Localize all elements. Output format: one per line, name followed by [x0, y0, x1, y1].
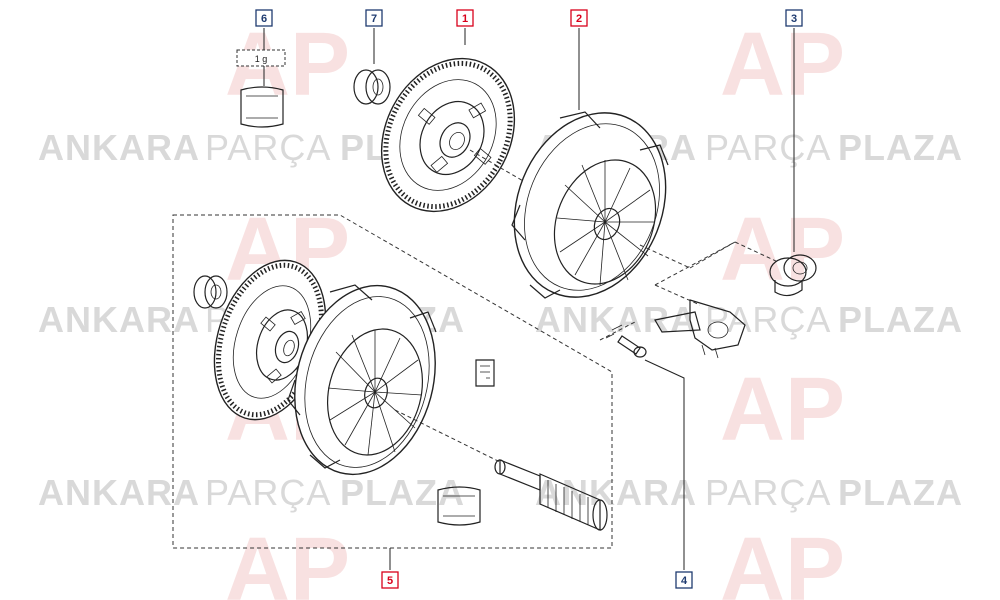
kit-alignment-tool [494, 459, 608, 531]
release-bearing [689, 28, 817, 297]
svg-text:ANKARA: ANKARA [38, 472, 200, 513]
svg-text:ANKARA: ANKARA [535, 299, 697, 340]
grease-sachet-top: 1 g [236, 28, 286, 128]
svg-text:ANKARA: ANKARA [38, 127, 200, 168]
callout-4[interactable]: 4 [675, 571, 693, 589]
grease-quantity-tag: 1 g [255, 54, 268, 64]
svg-text:AP: AP [720, 15, 845, 115]
svg-text:PLAZA: PLAZA [340, 472, 465, 513]
callout-5[interactable]: 5 [381, 571, 399, 589]
svg-text:PARÇA: PARÇA [705, 472, 831, 513]
kit-instruction-leaflet [475, 359, 495, 387]
svg-text:2: 2 [576, 13, 582, 25]
kit-diaphragm-fingers [327, 330, 423, 456]
svg-text:4: 4 [681, 575, 688, 587]
svg-text:1: 1 [462, 13, 468, 25]
release-fork [654, 241, 746, 359]
svg-text:6: 6 [261, 13, 267, 25]
svg-text:AP: AP [225, 520, 350, 600]
svg-text:ANKARA: ANKARA [38, 299, 200, 340]
callout-2[interactable]: 2 [570, 9, 588, 27]
svg-text:PARÇA: PARÇA [205, 472, 331, 513]
svg-text:PARÇA: PARÇA [205, 127, 331, 168]
svg-text:AP: AP [720, 520, 845, 600]
pressure-plate [511, 28, 691, 299]
watermark-row: ANKARA PARÇA PLAZA ANKARA PARÇA PLAZA [38, 299, 963, 340]
svg-text:7: 7 [371, 13, 377, 25]
svg-text:AP: AP [720, 200, 845, 300]
kit-grease-sachet [437, 486, 481, 526]
svg-text:AP: AP [720, 360, 845, 460]
svg-text:3: 3 [791, 13, 797, 25]
svg-text:5: 5 [387, 575, 393, 587]
svg-text:PLAZA: PLAZA [838, 299, 963, 340]
callout-1[interactable]: 1 [456, 9, 474, 27]
callout-3[interactable]: 3 [785, 9, 803, 27]
svg-text:PLAZA: PLAZA [838, 127, 963, 168]
svg-text:PARÇA: PARÇA [705, 299, 831, 340]
kit-pressure-plate [287, 284, 501, 476]
kit-boundary [172, 214, 613, 549]
svg-text:ANKARA: ANKARA [535, 472, 697, 513]
callout-7[interactable]: 7 [365, 9, 383, 27]
pilot-bush [353, 28, 391, 105]
kit-pilot-bush [193, 275, 228, 309]
callout-6[interactable]: 6 [255, 9, 273, 27]
svg-text:PLAZA: PLAZA [838, 472, 963, 513]
fork-bolt [599, 321, 685, 570]
clutch-disc [380, 28, 531, 213]
svg-text:PARÇA: PARÇA [705, 127, 831, 168]
watermark-row: ANKARA PARÇA PLAZA ANKARA PARÇA PLAZA [38, 472, 963, 513]
